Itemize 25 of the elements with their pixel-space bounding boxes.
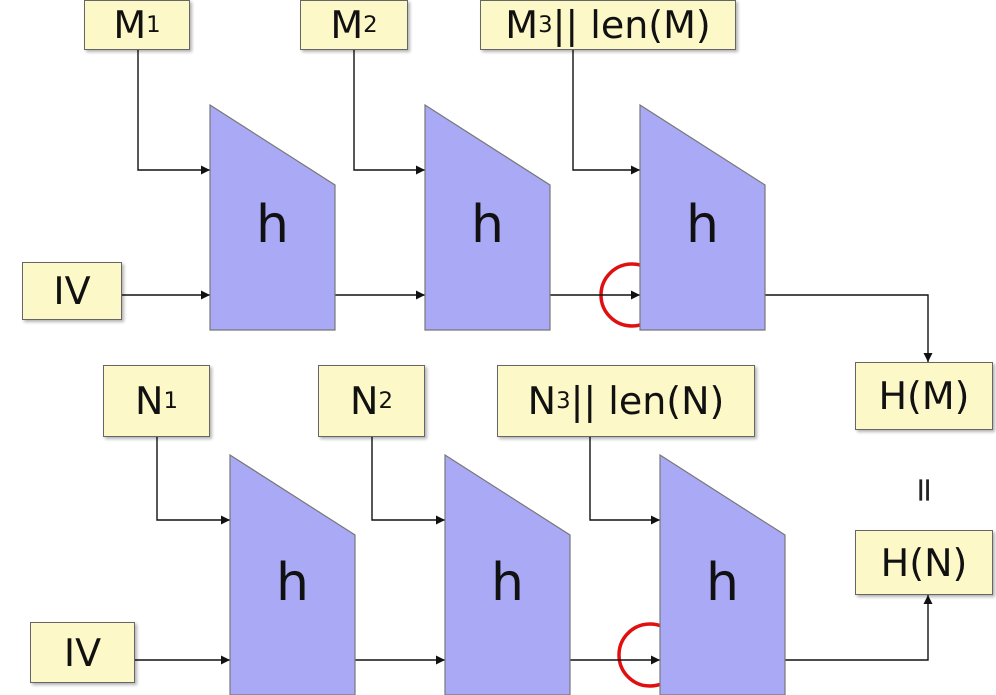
initial-value-box: IV <box>22 262 122 320</box>
arrow <box>570 656 660 664</box>
function-label: h <box>705 553 740 613</box>
function-label: h <box>275 553 310 613</box>
arrow <box>572 50 640 174</box>
hash-output-box: H(M) <box>855 362 993 430</box>
function-label: h <box>255 194 290 255</box>
arrow <box>371 437 445 524</box>
arrow <box>355 656 445 664</box>
hash-output-box: H(N) <box>855 530 993 595</box>
arrow <box>137 50 210 174</box>
function-label: h <box>685 194 720 255</box>
arrow <box>589 437 660 524</box>
arrow <box>353 50 425 174</box>
initial-value-box: IV <box>30 622 135 683</box>
arrow <box>122 290 210 300</box>
equals-sign: = <box>904 476 944 504</box>
arrow <box>335 290 425 300</box>
function-label: h <box>490 553 525 613</box>
function-label: h <box>470 194 505 255</box>
arrow <box>550 290 640 300</box>
arrow <box>135 656 230 664</box>
arrow <box>765 294 932 362</box>
arrow <box>156 437 230 524</box>
arrow <box>785 595 932 661</box>
